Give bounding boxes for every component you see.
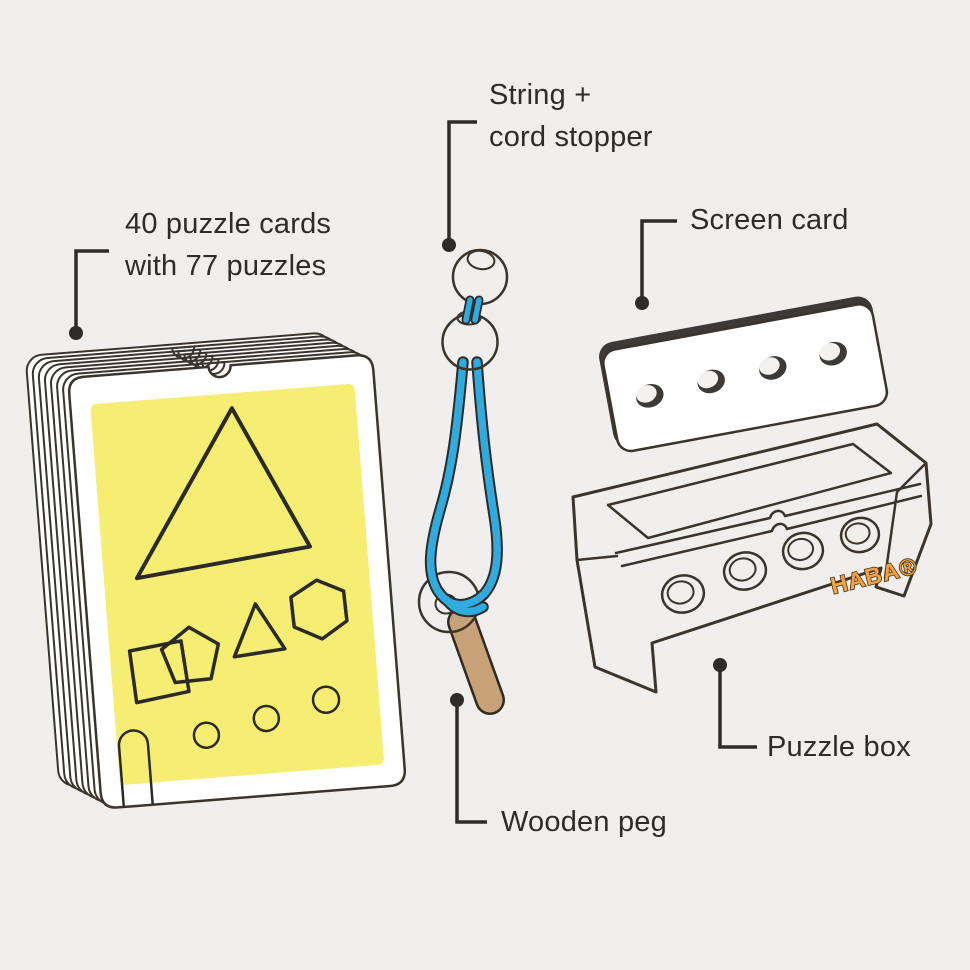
box-top-opening <box>606 442 893 540</box>
string-upper <box>461 295 484 325</box>
hole-dark <box>844 522 871 545</box>
callout-string <box>442 120 477 252</box>
screen-hole <box>697 369 725 394</box>
label-line: cord stopper <box>489 121 653 153</box>
label-line: Screen card <box>690 204 849 236</box>
screen-hole <box>636 384 664 408</box>
box-front-top-edge <box>620 494 923 568</box>
box-rim-edge <box>614 482 922 555</box>
label-wooden-peg: Wooden peg <box>501 801 667 843</box>
circle-cutline <box>192 721 221 749</box>
circle-cutline <box>311 685 341 714</box>
hexagon-cutline <box>289 578 349 641</box>
screen-card-holes <box>636 341 847 408</box>
string-loop <box>424 356 503 618</box>
callout-puzzle-box <box>713 658 757 749</box>
box-right-facet-edge <box>883 462 927 580</box>
hole-ring <box>839 516 881 554</box>
string-tail <box>443 596 487 616</box>
callout-line <box>447 120 477 244</box>
hole-ring <box>722 551 768 591</box>
callout-line <box>640 219 677 302</box>
peg-shaft <box>449 609 503 713</box>
label-line: 40 puzzle cards <box>125 208 332 240</box>
callout-screen-card <box>635 219 677 310</box>
box-hole <box>781 531 825 571</box>
puzzle-box-illustration: HABA® <box>571 422 933 694</box>
screen-card-illustration <box>599 296 889 453</box>
label-line: with 77 puzzles <box>125 250 327 282</box>
label-string: String + cord stopper <box>489 74 653 158</box>
box-holes <box>660 516 881 614</box>
box-left-facet-edge <box>575 554 619 562</box>
box-hole <box>722 551 768 591</box>
cord-stopper <box>441 313 499 371</box>
callout-dot <box>442 238 456 252</box>
hole-opening <box>759 357 780 375</box>
small-triangle-cutline <box>232 602 287 659</box>
u-slot <box>117 729 154 808</box>
label-line: Puzzle box <box>767 731 911 763</box>
label-puzzle-cards: 40 puzzle cards with 77 puzzles <box>125 203 331 287</box>
box-hole <box>839 516 881 554</box>
string-left <box>426 358 467 607</box>
callout-dot <box>69 326 83 340</box>
callout-wooden-peg <box>450 693 487 824</box>
callout-line <box>718 666 757 749</box>
card-face <box>90 384 384 785</box>
hole-dark <box>666 580 695 605</box>
hole-dark <box>728 557 757 582</box>
label-line: Wooden peg <box>501 806 667 838</box>
callout-line <box>74 249 109 333</box>
square-cutline <box>127 639 191 705</box>
callout-dot <box>713 658 727 672</box>
pentagon-cutline <box>159 625 221 685</box>
label-line: String + <box>489 79 592 111</box>
label-screen-card: Screen card <box>690 199 849 241</box>
callout-line <box>455 701 487 824</box>
circle-cutline <box>252 704 281 733</box>
screen-hole <box>819 341 847 366</box>
hole-opening <box>819 343 841 361</box>
string-assembly-illustration <box>417 248 509 715</box>
screen-hole <box>759 356 787 380</box>
hole-dark <box>787 537 815 562</box>
card-stack-illustration <box>25 332 406 809</box>
string-strand <box>463 297 473 323</box>
callout-dot <box>450 693 464 707</box>
label-puzzle-box: Puzzle box <box>767 726 911 768</box>
callout-dot <box>635 296 649 310</box>
hole-ring <box>781 531 825 571</box>
callout-puzzle-cards <box>69 249 109 340</box>
box-hole <box>660 574 706 614</box>
string-strand <box>472 297 482 323</box>
hole-ring <box>660 574 706 614</box>
hole-opening <box>636 385 657 403</box>
hole-opening <box>697 370 719 389</box>
box-body <box>571 422 933 694</box>
screen-card-face <box>602 303 889 453</box>
bead-hole <box>466 249 496 271</box>
string-right <box>446 358 501 609</box>
triangle-cutline <box>134 406 312 581</box>
